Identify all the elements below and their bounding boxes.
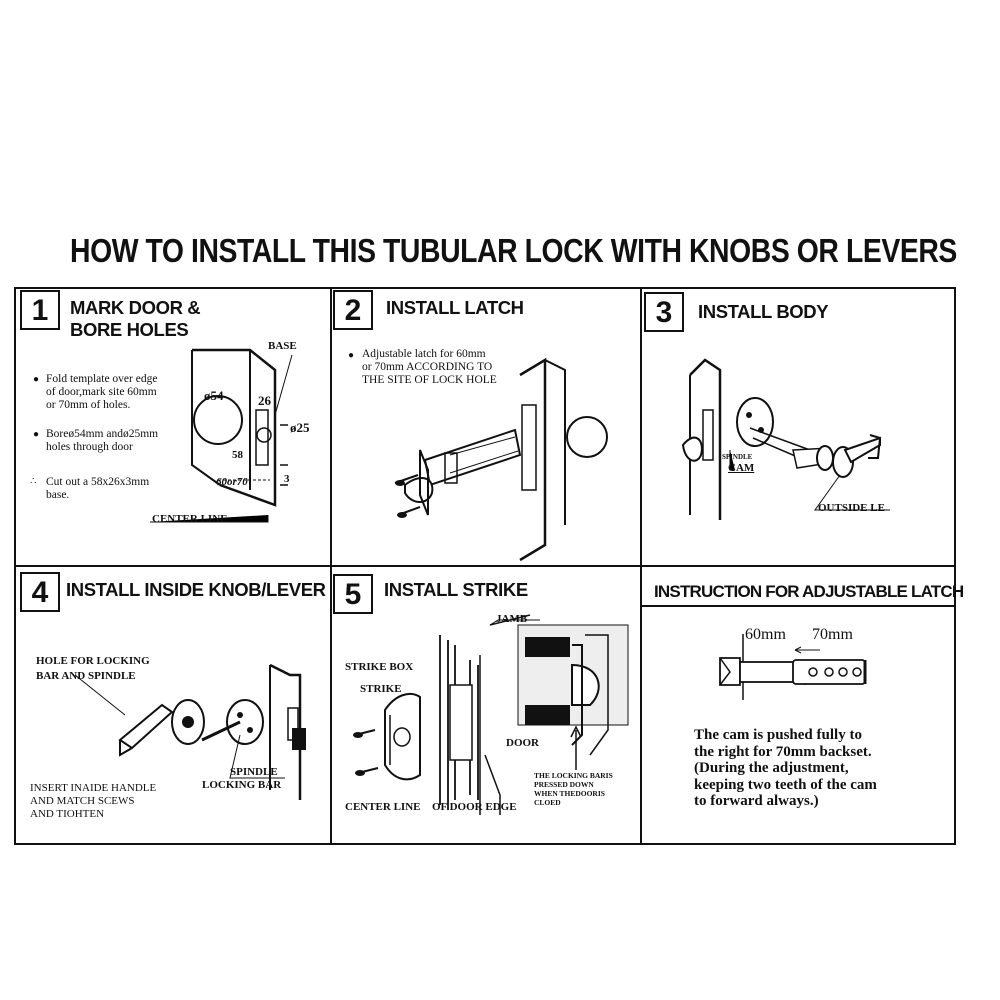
insert-line-1: INSERT INAIDE HANDLE xyxy=(30,782,157,794)
bullet-icon: ● xyxy=(33,374,40,385)
step-5-number: 5 xyxy=(333,574,373,614)
step-4-number: 4 xyxy=(20,572,60,612)
step-5-title: INSTALL STRIKE xyxy=(384,579,528,600)
d54-label: ø54 xyxy=(204,388,224,403)
hole-label-line-1: HOLE FOR LOCKING xyxy=(36,655,150,667)
bullet-icon: ● xyxy=(348,350,355,361)
insert-line-3: AND TIOHTEN xyxy=(30,808,105,820)
center-line-label: CENTER LINE xyxy=(152,513,228,525)
outside-lever-label: OUTSIDE LE xyxy=(818,502,885,514)
step-1-note-2: Boreø54mm andø25mm holes through door xyxy=(46,428,159,453)
strike-install-diagram xyxy=(353,614,629,815)
adjustable-title-underline xyxy=(640,605,956,607)
step-3-title: INSTALL BODY xyxy=(698,301,829,322)
door-bore-diagram xyxy=(150,348,293,523)
latch-70mm-label: 70mm xyxy=(812,626,853,643)
spindle-label: SPINDLE xyxy=(722,453,753,461)
latch-install-diagram xyxy=(394,357,608,562)
body-install-diagram xyxy=(681,358,890,520)
dim-60or70-label: 60or70 xyxy=(216,476,248,488)
locking-bar-label: LOCKING BAR xyxy=(202,779,282,791)
instruction-grid xyxy=(14,287,956,845)
door-edge-label: OF DOOR EDGE xyxy=(432,801,517,813)
adjustable-title: INSTRUCTION FOR ADJUSTABLE LATCH xyxy=(654,582,964,601)
strike-label: STRIKE xyxy=(360,683,402,695)
step-4-title: INSTALL INSIDE KNOB/LEVER xyxy=(66,579,326,600)
dim-58-label: 58 xyxy=(232,449,243,461)
step-1-number: 1 xyxy=(20,290,60,330)
insert-line-2: AND MATCH SCEWS xyxy=(30,795,135,807)
inside-lever-diagram xyxy=(74,663,306,800)
hole-label-line-2: BAR AND SPINDLE xyxy=(36,670,136,682)
adjustable-latch-diagram xyxy=(719,634,867,700)
strike-box-label: STRIKE BOX xyxy=(345,661,414,673)
center-line-label: CENTER LINE xyxy=(345,801,421,813)
step-2-title: INSTALL LATCH xyxy=(386,297,524,318)
triple-dot-icon: ∴ xyxy=(30,476,37,487)
step-2-number: 2 xyxy=(333,290,373,330)
base-label: BASE xyxy=(268,340,297,352)
step-1-note-1: Fold template over edge of door,mark sit… xyxy=(46,373,158,411)
spindle-label: SPINDLE xyxy=(230,766,278,778)
d25-label: ø25 xyxy=(290,420,310,435)
jamb-label: JAMB xyxy=(496,613,528,625)
dim-26-label: 26 xyxy=(258,393,271,408)
step-1-title-line-1: MARK DOOR & xyxy=(70,297,201,318)
cam-label: CAM xyxy=(728,462,755,474)
step-1-title-line-2: BORE HOLES xyxy=(70,319,189,340)
locking-bar-note-4: CLOED xyxy=(534,798,561,807)
latch-60mm-label: 60mm xyxy=(745,626,786,643)
step-3-number: 3 xyxy=(644,292,684,332)
locking-bar-note-1: THE LOCKING BARIS xyxy=(534,771,613,780)
dim-3-label: 3 xyxy=(284,473,290,485)
page-title: HOW TO INSTALL THIS TUBULAR LOCK WITH KN… xyxy=(70,232,957,269)
step-1-note-3: Cut out a 58x26x3mm base. xyxy=(46,476,150,501)
locking-bar-note-3: WHEN THEDOORIS xyxy=(534,789,605,798)
door-label: DOOR xyxy=(506,737,539,749)
step-2-note: Adjustable latch for 60mm or 70mm ACCORD… xyxy=(362,348,497,386)
adjustable-instructions: The cam is pushed fully to the right for… xyxy=(694,727,877,809)
locking-bar-note-2: PRESSED DOWN xyxy=(534,780,594,789)
bullet-icon: ● xyxy=(33,429,40,440)
grid-divider xyxy=(16,565,954,567)
